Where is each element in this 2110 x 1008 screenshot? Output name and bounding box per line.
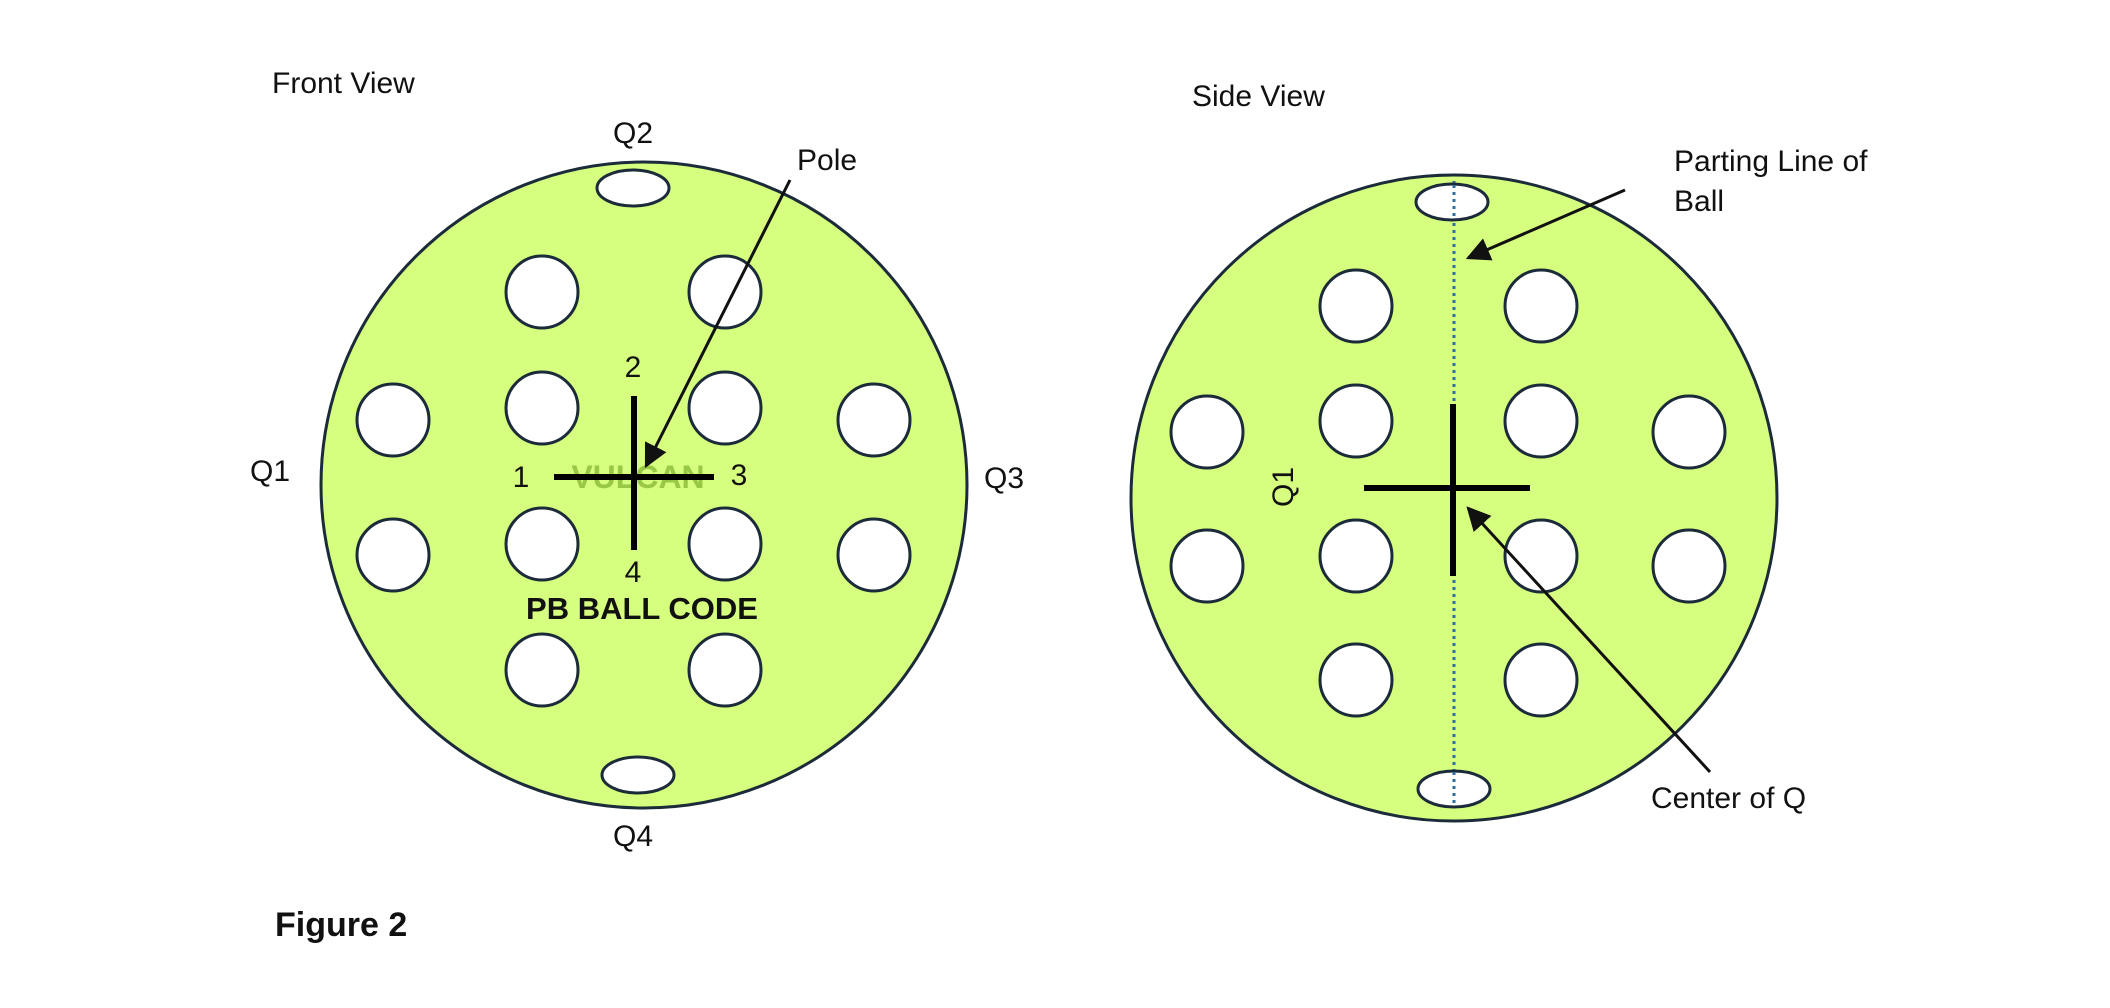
side-hole bbox=[1503, 518, 1579, 594]
side-hole bbox=[1169, 394, 1245, 470]
front-bottom-pole-hole bbox=[600, 755, 676, 795]
figure-caption: Figure 2 bbox=[275, 906, 407, 944]
side-q1-label: Q1 bbox=[1267, 467, 1300, 507]
parting-line-arrow bbox=[1465, 188, 1626, 261]
front-hole bbox=[355, 382, 431, 458]
front-hole bbox=[504, 370, 580, 446]
pole-arrow bbox=[644, 179, 792, 469]
q1-label: Q1 bbox=[250, 455, 290, 488]
front-hole bbox=[836, 382, 912, 458]
side-hole bbox=[1318, 268, 1394, 344]
front-hole bbox=[355, 517, 431, 593]
front-view-title: Front View bbox=[272, 67, 415, 100]
pb-ball-code-label: PB BALL CODE bbox=[526, 591, 758, 626]
parting-line-label-line-1: Parting Line of bbox=[1674, 145, 1868, 178]
side-hole bbox=[1318, 518, 1394, 594]
cross-number-1: 1 bbox=[513, 461, 530, 494]
side-hole bbox=[1651, 528, 1727, 604]
q4-label: Q4 bbox=[613, 820, 653, 853]
pole-label: Pole bbox=[797, 144, 857, 177]
side-hole bbox=[1318, 642, 1394, 718]
front-view: Front View VULCAN 1 2 3 bbox=[250, 67, 1024, 853]
side-hole bbox=[1318, 383, 1394, 459]
front-cross bbox=[554, 396, 714, 550]
center-arrow bbox=[1466, 506, 1712, 774]
side-cross bbox=[1364, 404, 1530, 576]
front-hole bbox=[687, 506, 763, 582]
front-ball bbox=[319, 160, 969, 810]
front-hole bbox=[504, 254, 580, 330]
front-hole bbox=[504, 632, 580, 708]
side-hole bbox=[1651, 394, 1727, 470]
front-hole bbox=[687, 254, 763, 330]
front-hole bbox=[687, 632, 763, 708]
side-hole bbox=[1503, 383, 1579, 459]
side-hole bbox=[1503, 268, 1579, 344]
front-hole bbox=[687, 370, 763, 446]
cross-number-2: 2 bbox=[625, 351, 642, 384]
center-of-q-label: Center of Q bbox=[1651, 782, 1806, 815]
cross-number-4: 4 bbox=[625, 556, 642, 589]
side-holes bbox=[1169, 268, 1727, 718]
cross-number-3: 3 bbox=[731, 459, 748, 492]
side-hole bbox=[1503, 642, 1579, 718]
side-top-pole-hole bbox=[1414, 182, 1490, 222]
side-hole bbox=[1169, 528, 1245, 604]
side-view-title: Side View bbox=[1192, 80, 1325, 113]
parting-line-label-line-2: Ball bbox=[1674, 185, 1724, 218]
q3-label: Q3 bbox=[984, 462, 1024, 495]
front-top-pole-hole bbox=[595, 168, 671, 208]
side-view: Side View Q1 bbox=[1129, 80, 1868, 823]
q2-label: Q2 bbox=[613, 117, 653, 150]
front-hole bbox=[836, 517, 912, 593]
front-hole bbox=[504, 506, 580, 582]
front-holes bbox=[355, 254, 912, 708]
